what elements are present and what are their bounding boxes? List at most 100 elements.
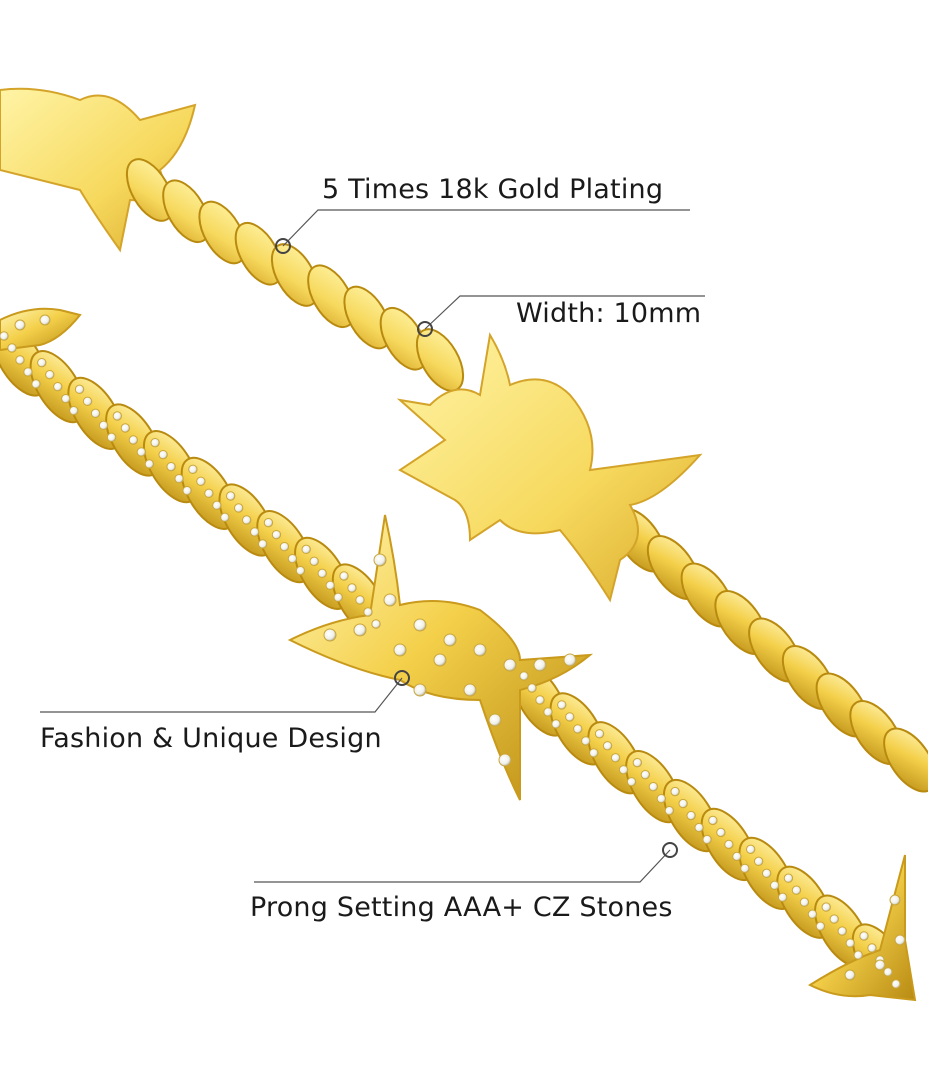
cz-stone: [98, 420, 109, 431]
cz-stone: [144, 459, 155, 469]
lower-barb-link-left: [0, 307, 82, 352]
callout-dot-setting: [662, 842, 678, 858]
cz-stone: [640, 769, 651, 780]
cz-stone: [498, 753, 512, 767]
upper-chain-link: [883, 727, 928, 793]
cz-stone: [678, 798, 688, 809]
cz-stone: [196, 476, 206, 487]
upper-chain-link: [307, 264, 356, 329]
cz-stone: [724, 839, 734, 850]
lower-barb-link-right: [807, 854, 917, 1002]
cz-stone: [702, 834, 712, 845]
cz-stone: [325, 580, 335, 591]
upper-chain-link: [379, 306, 428, 371]
cz-stone: [323, 628, 337, 642]
cz-stone: [473, 643, 487, 657]
cz-stone: [807, 909, 818, 919]
cz-stone: [874, 959, 886, 971]
cz-stone: [31, 379, 41, 389]
cz-stone: [128, 435, 139, 445]
cz-stone: [15, 355, 25, 365]
cz-stone: [573, 724, 583, 734]
cz-stone: [443, 633, 457, 647]
cz-stone: [158, 449, 168, 460]
cz-stone: [263, 517, 274, 528]
upper-barb-link-left: [0, 87, 197, 253]
cz-stone: [257, 539, 268, 549]
cz-stone: [53, 381, 63, 392]
cz-stone: [339, 571, 349, 581]
upper-chain: [0, 87, 928, 793]
upper-chain-link: [162, 179, 211, 244]
cz-stone: [815, 921, 826, 931]
cz-stone: [353, 623, 367, 637]
cz-stone: [433, 653, 447, 667]
cz-stone: [23, 367, 33, 377]
cz-stone: [413, 618, 427, 632]
upper-chain-link: [125, 158, 175, 222]
cz-stone: [602, 741, 613, 751]
cz-stone: [883, 967, 893, 977]
callout-label-plating: 5 Times 18k Gold Plating: [322, 174, 664, 205]
cz-stone: [355, 595, 365, 605]
cz-stone: [821, 902, 831, 912]
cz-stone: [745, 844, 756, 855]
callout-label-setting: Prong Setting AAA+ CZ Stones: [250, 892, 673, 923]
cz-stone: [618, 765, 629, 775]
upper-chain-link: [343, 285, 392, 350]
cz-stone: [891, 979, 901, 989]
cz-stone: [565, 712, 575, 722]
cz-stone: [371, 619, 381, 629]
cz-stone: [894, 934, 906, 946]
cz-stone: [648, 781, 659, 792]
cz-stone: [333, 592, 343, 603]
cz-stone: [413, 683, 427, 697]
cz-stone: [295, 565, 306, 576]
cz-stone: [716, 827, 726, 838]
callout-dot-width: [417, 321, 433, 337]
callout-lines: [40, 209, 705, 883]
cz-stone: [61, 393, 71, 404]
cz-stone: [844, 969, 856, 981]
cz-stone: [241, 515, 252, 525]
cz-stone: [769, 880, 780, 891]
callout-label-width: Width: 10mm: [516, 298, 702, 329]
callout-line-setting: [254, 849, 671, 883]
upper-chain-link: [234, 221, 283, 286]
cz-stone: [363, 607, 373, 617]
cz-stone: [527, 683, 537, 693]
cz-stone: [212, 500, 222, 511]
cz-stone: [309, 556, 319, 567]
upper-chain-link: [198, 200, 247, 265]
cz-stone: [581, 736, 591, 746]
cz-stone: [45, 369, 55, 380]
cz-stone: [347, 583, 357, 593]
cz-stone: [233, 503, 244, 513]
cz-stone: [799, 897, 810, 907]
cz-stone: [557, 700, 567, 710]
cz-stone: [845, 938, 855, 948]
callout-line-width: [424, 295, 705, 330]
cz-stone: [753, 856, 764, 867]
cz-stone: [166, 461, 176, 472]
cz-stone: [829, 914, 839, 924]
cz-stone: [136, 447, 147, 457]
cz-stone: [188, 464, 198, 475]
cz-stone: [74, 384, 85, 395]
cz-stone: [589, 748, 599, 758]
cz-stone: [120, 423, 131, 433]
cz-stone: [249, 527, 260, 537]
cz-stone: [535, 695, 545, 705]
cz-stone: [106, 432, 117, 443]
cz-stone: [82, 396, 93, 407]
callout-dot-plating: [275, 238, 291, 254]
cz-stone: [783, 873, 794, 883]
cz-stone: [533, 658, 547, 672]
callout-line-plating: [282, 209, 690, 247]
cz-stone: [563, 653, 577, 667]
callout-line-design: [40, 677, 403, 713]
cz-stone: [37, 357, 47, 368]
cz-stone: [626, 777, 637, 787]
cz-stone: [503, 658, 517, 672]
